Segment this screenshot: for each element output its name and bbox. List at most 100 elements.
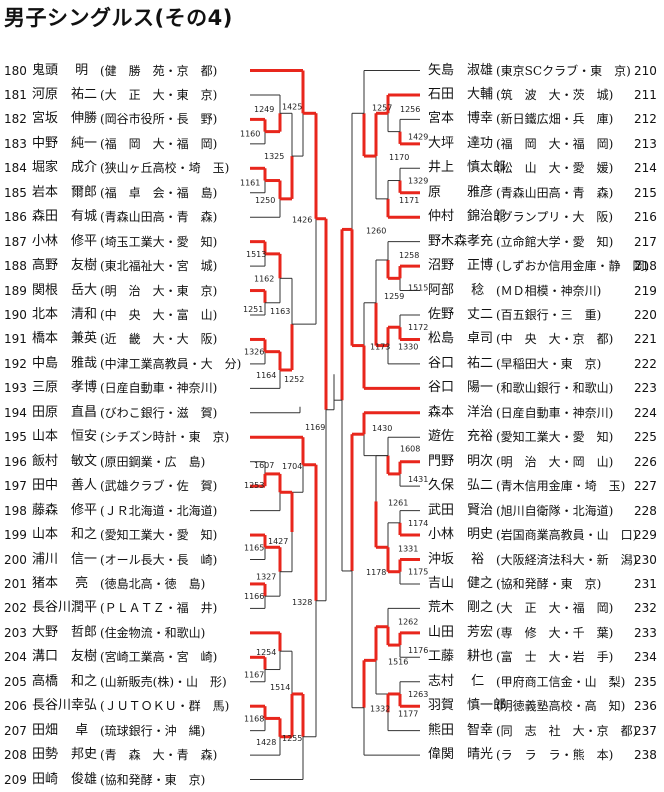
player-affiliation: (岩国商業高教員・山 口) [496,528,638,543]
entry-number: 200 [4,552,27,567]
entry-number: 206 [4,699,27,714]
entry-number: 212 [634,112,657,127]
match-number: 1430 [372,424,392,433]
player-name: 石田 大輔 [428,86,494,102]
entry-number: 217 [634,234,657,249]
player-affiliation: (福 岡 大・福 岡) [496,136,614,151]
player-name: 谷口 陽一 [428,380,494,396]
player-name: 山本 恒安 [32,429,98,445]
player-affiliation: (同 志 社 大・京 都) [496,723,638,738]
player-affiliation: (百五銀行・三 重) [496,308,602,322]
match-number: 1172 [408,323,428,332]
entry-number: 216 [634,210,657,225]
player-name: 吉山 健之 [428,575,494,591]
player-name: 山田 芳宏 [428,624,494,640]
match-number: 1160 [240,129,260,138]
player-affiliation: (明 治 大・岡 山) [496,454,614,469]
page-title: 男子シングルス(その4) [4,6,233,30]
player-affiliation: (健 勝 苑・京 都) [100,63,218,78]
match-number: 1332 [370,705,390,714]
player-name: 門野 明次 [428,453,494,469]
entry-number: 181 [4,87,27,102]
match-number: 1161 [240,178,260,187]
match-number: 1330 [398,343,418,352]
entry-number: 199 [4,528,27,543]
player-affiliation: (福 岡 大・福 岡) [100,136,218,151]
player-name: 矢島 淑雄 [428,62,494,78]
match-number: 1331 [398,544,418,553]
entry-number: 220 [634,308,657,322]
player-name: 大野 哲郎 [32,624,98,640]
player-affiliation: (山新販売(株)・山 形) [100,674,227,689]
entry-number: 188 [4,259,27,274]
player-name: 高野 友樹 [32,258,98,274]
player-affiliation: (グランプリ・大 阪) [496,210,614,225]
player-name: 飯村 敏文 [32,453,98,469]
match-number: 1326 [244,348,264,357]
player-affiliation: (和歌山銀行・和歌山) [496,381,614,396]
entry-number: 213 [634,136,657,151]
match-number: 1174 [408,519,428,528]
entry-number: 190 [4,308,27,322]
player-name: 井上 慎太郎 [428,160,507,176]
entry-number: 234 [634,650,657,665]
entry-number: 219 [634,283,657,298]
player-affiliation: (ラ ラ ラ・熊 本) [496,748,614,763]
player-name: 田勢 邦史 [32,747,98,763]
player-affiliation: (ＪＲ北海道・北海道) [100,503,218,518]
player-affiliation: (武雄クラブ・佐 賀) [100,479,218,494]
player-affiliation: (琉球銀行・沖 縄) [100,723,206,738]
entry-number: 197 [4,479,27,494]
player-name: 宮坂 伸勝 [32,111,98,127]
player-affiliation: (徳島北高・徳 島) [100,576,206,591]
player-affiliation: (東北福祉大・宮 城) [100,259,218,274]
match-number: 1254 [256,648,276,657]
entry-number: 185 [4,185,27,200]
entry-number: 214 [634,161,657,176]
player-name: 田原 直昌 [32,404,98,420]
entry-number: 193 [4,381,27,396]
player-affiliation: (大阪経済法科大・新 潟) [496,552,638,567]
player-name: 沼野 正博 [428,258,494,274]
player-name: 阿部 稔 [428,282,485,298]
entry-number: 198 [4,503,27,518]
player-affiliation: (旭川自衛隊・北海道) [496,503,614,518]
player-name: 熊田 智幸 [428,722,494,738]
entry-number: 226 [634,454,657,469]
entry-number: 229 [634,528,657,543]
match-number: 1164 [256,371,276,380]
entry-number: 233 [634,625,657,640]
player-name: 溝口 友樹 [32,649,98,665]
player-name: 宮本 博幸 [428,111,494,127]
player-name: 山本 和之 [32,527,98,543]
player-name: 偉関 晴光 [428,747,494,763]
player-name: 沖坂 裕 [428,551,485,567]
player-name: 中島 雅哉 [32,355,98,371]
player-affiliation: (協和発酵・東 京) [496,576,602,591]
player-affiliation: (中 央 大・富 山) [100,308,218,322]
player-affiliation: (新日鐵広畑・兵 庫) [496,112,614,127]
entry-number: 182 [4,112,27,127]
match-number: 1329 [408,177,428,186]
entry-number: 211 [634,87,657,102]
player-name: 久保 弘二 [428,478,494,494]
match-number: 1258 [399,251,419,260]
player-name: 中野 純一 [32,135,98,151]
player-affiliation: (埼玉工業大・愛 知) [100,234,218,249]
entry-number: 204 [4,650,27,665]
entry-number: 235 [634,674,657,689]
match-number: 1704 [282,462,302,471]
player-affiliation: (オール長大・長 崎) [100,552,218,567]
player-name: 小林 修平 [32,233,98,249]
player-name: 関根 岳大 [32,282,98,298]
entry-number: 191 [4,332,27,347]
player-affiliation: (筑 波 大・茨 城) [496,87,614,102]
match-number: 1425 [282,102,302,111]
match-number: 1250 [255,196,275,205]
player-name: 大坪 達功 [428,135,494,151]
match-number: 1253 [244,481,264,490]
match-number: 1175 [408,568,428,577]
player-affiliation: (松 山 大・愛 媛) [496,161,614,176]
match-number: 1428 [256,738,276,747]
